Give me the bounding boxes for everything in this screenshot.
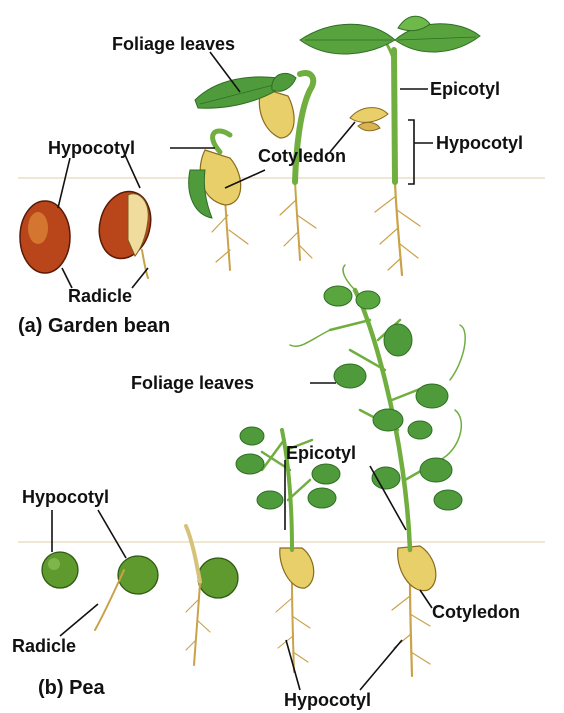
bean-cotyledon-label: Cotyledon: [258, 146, 346, 166]
pea-leader-lines: [52, 383, 432, 690]
pea-seed-stage-2: [95, 556, 158, 630]
pea-caption: (b) Pea: [38, 677, 106, 699]
pea-epicotyl-label: Epicotyl: [286, 443, 356, 463]
bean-foliage-leaves-label: Foliage leaves: [112, 34, 235, 54]
pea-foliage-leaves-label: Foliage leaves: [131, 373, 254, 393]
pea-radicle-label: Radicle: [12, 636, 76, 656]
bean-caption: (a) Garden bean: [18, 315, 170, 337]
bean-hypocotyl-right-label: Hypocotyl: [436, 133, 523, 153]
bean-hypocotyl-left-label: Hypocotyl: [48, 138, 135, 158]
pea-seed-stage-1: [42, 552, 78, 588]
bean-radicle-label: Radicle: [68, 286, 132, 306]
bean-seed-stage-2: [92, 186, 158, 278]
pea-cotyledon-label: Cotyledon: [432, 602, 520, 622]
pea-hypocotyl-top-label: Hypocotyl: [22, 487, 109, 507]
pea-stage-3: [186, 526, 238, 665]
pea-stage-4: [236, 427, 340, 672]
bean-stage-3: [189, 131, 248, 270]
pea-hypocotyl-bottom-label: Hypocotyl: [284, 690, 371, 710]
bean-seed-stage-1: [20, 201, 70, 273]
bean-epicotyl-label: Epicotyl: [430, 79, 500, 99]
